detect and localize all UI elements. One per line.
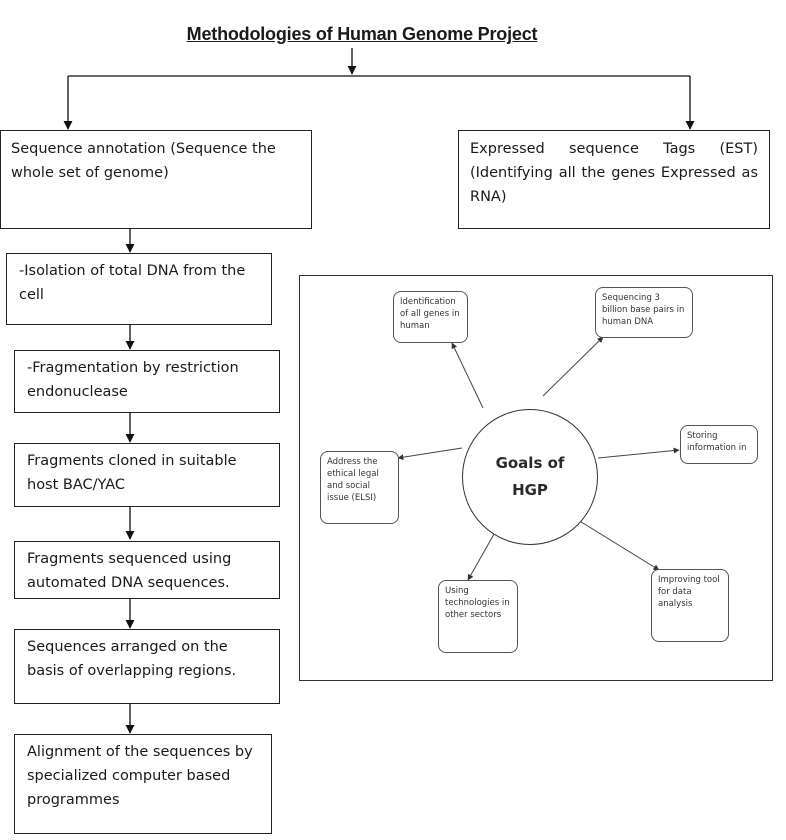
goal-spoke-6	[397, 447, 463, 461]
goals-hub-line1: Goals of	[495, 454, 565, 472]
step-arrangement: Sequences arranged on the basis of overl…	[14, 629, 280, 704]
step-sequencing: Fragments sequenced using automated DNA …	[14, 541, 280, 599]
goal-elsi: Address the ethical legal and social iss…	[320, 451, 399, 524]
step-fragmentation: -Fragmentation by restriction endonuclea…	[14, 350, 280, 413]
branch-sequence-annotation: Sequence annotation (Sequence the whole …	[0, 130, 312, 229]
goals-hub-line2: HGP	[512, 481, 548, 499]
step-alignment: Alignment of the sequences by specialize…	[14, 734, 272, 834]
goal-spoke-4	[577, 519, 660, 571]
diagram-title: Methodologies of Human Genome Project	[186, 24, 538, 44]
goal-identification: Identification of all genes in human	[393, 291, 468, 343]
step-isolation: -Isolation of total DNA from the cell	[6, 253, 272, 325]
goals-hub: Goals of HGP	[462, 409, 598, 545]
goal-using-technologies: Using technologies in other sectors	[438, 580, 518, 653]
goal-sequencing: Sequencing 3 billion base pairs in human…	[595, 287, 693, 338]
goal-spoke-2	[542, 336, 604, 397]
branch-expressed-sequence-tags: Expressed sequence Tags (EST) (Identifyi…	[458, 130, 770, 229]
goal-spoke-3	[597, 447, 680, 459]
step-cloning: Fragments cloned in suitable host BAC/YA…	[14, 443, 280, 507]
goal-improving-tools: Improving tool for data analysis	[651, 569, 729, 642]
goal-storing: Storing information in	[680, 425, 758, 464]
goals-panel	[299, 275, 773, 681]
goal-spoke-1	[451, 342, 484, 409]
